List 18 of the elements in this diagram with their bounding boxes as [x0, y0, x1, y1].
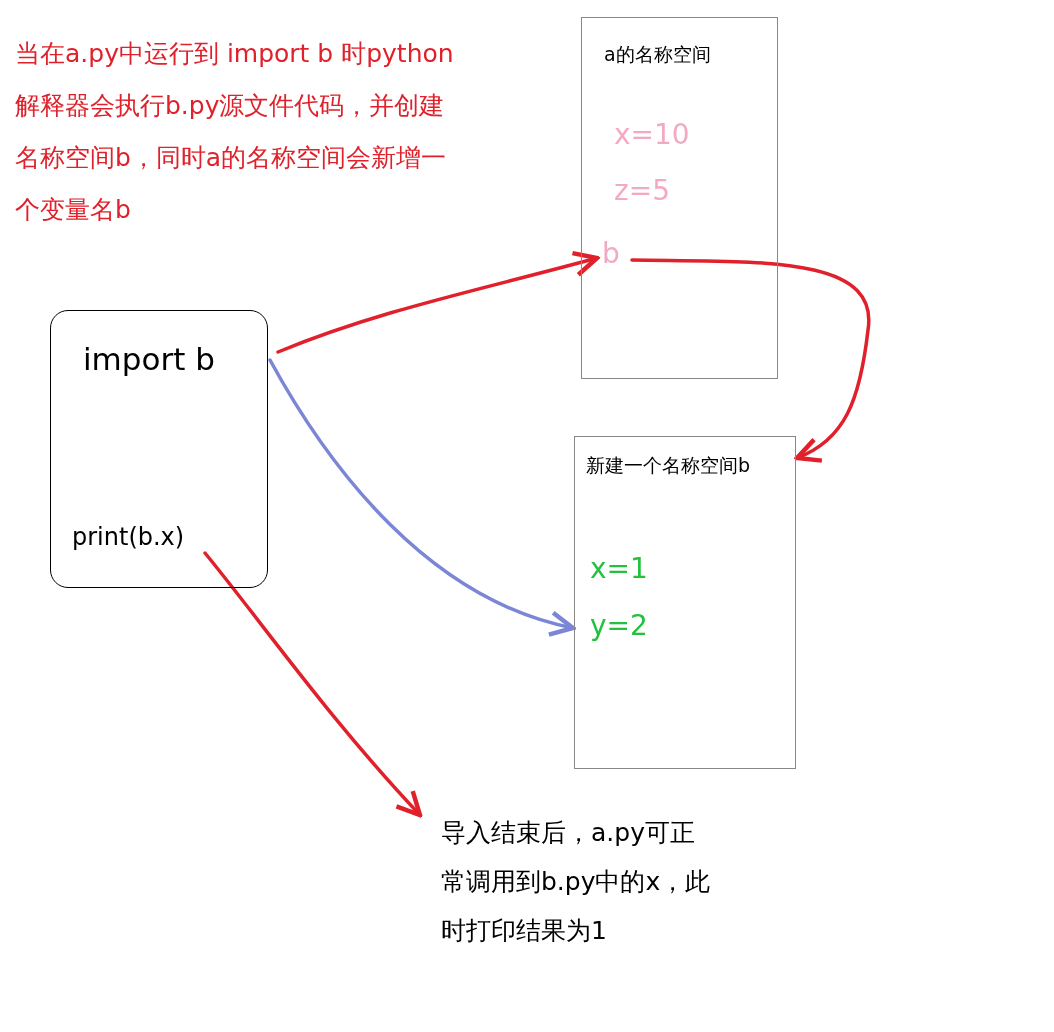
arrow [630, 258, 871, 462]
code-box [50, 310, 268, 588]
heading: a的名称空间 [604, 42, 711, 67]
note-text: 当在a.py中运行到 import b 时python解释器会执行b.py源文件代码，并创建名称空间b，同时a的名称空间会新增一个变量名b [15, 38, 455, 226]
variable-text: y=2 [590, 609, 648, 642]
namespace-box [574, 436, 796, 769]
code-line: import b [83, 341, 215, 377]
heading: 新建一个名称空间b [586, 453, 751, 478]
note-text: 导入结束后，a.py可正常调用到b.py中的x，此时打印结果为1 [441, 808, 711, 955]
code-line: print(b.x) [72, 523, 185, 551]
variable-text: z=5 [614, 174, 670, 207]
variable-text: b [602, 237, 632, 270]
arrow [203, 551, 423, 818]
arrow [268, 358, 576, 636]
variable-text: x=10 [614, 118, 690, 151]
namespace-box [581, 17, 778, 379]
arrow [276, 250, 600, 354]
variable-text: x=1 [590, 552, 648, 585]
